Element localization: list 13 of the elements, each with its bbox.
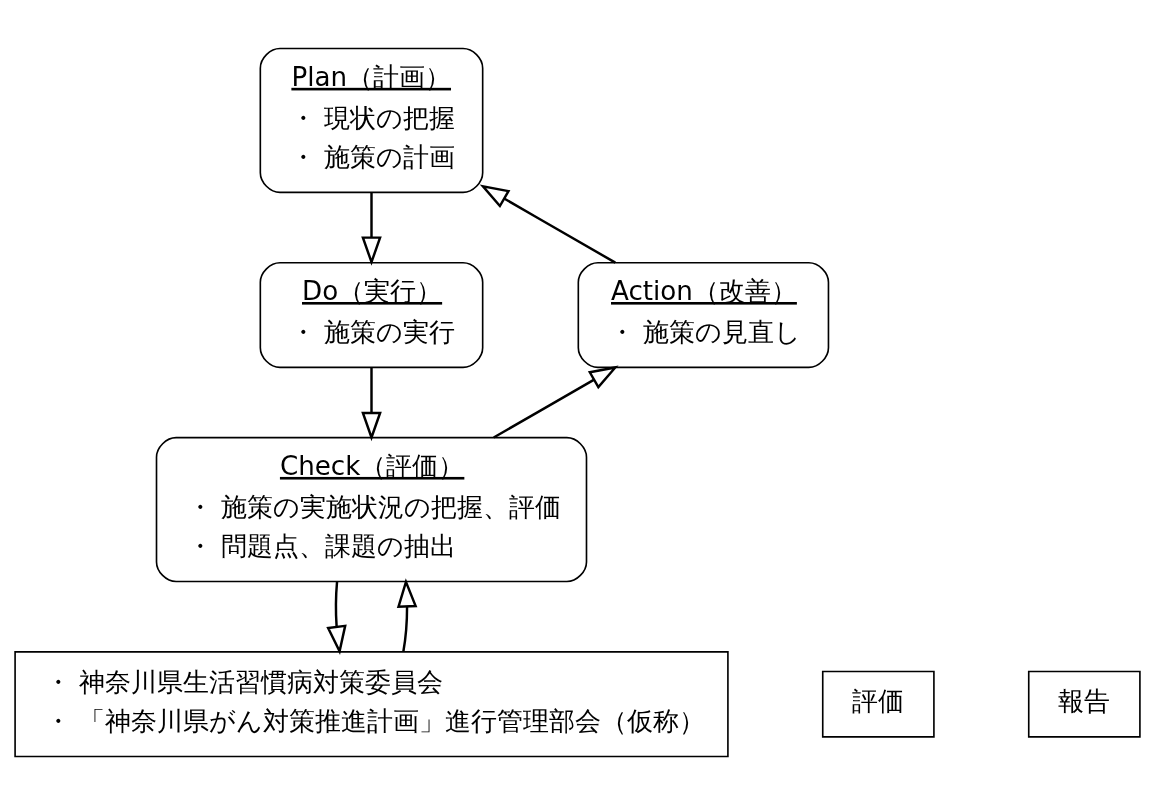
node-box: 評価 (821, 670, 935, 738)
node-box: 報告 (1027, 670, 1141, 738)
node-box: ・ 神奈川県生活習慣病対策委員会 ・ 「神奈川県がん対策推進計画」進行管理部会（仮称） (14, 651, 729, 758)
arrow (361, 367, 382, 442)
arrow (396, 578, 418, 652)
arrow (361, 192, 382, 266)
node-box: Do（実行） ・ 施策の実行 (259, 261, 484, 369)
node-box: Action（改善） ・ 施策の見直し (577, 261, 830, 369)
arrow (493, 365, 619, 439)
node-box: Check（評価） ・ 施策の実施状況の把握、評価 ・ 問題点、課題の抽出 (155, 436, 588, 583)
node-box: Plan（計画） ・ 現状の把握 ・ 施策の計画 (259, 47, 484, 194)
arrow (326, 581, 347, 655)
arrow (479, 184, 616, 264)
